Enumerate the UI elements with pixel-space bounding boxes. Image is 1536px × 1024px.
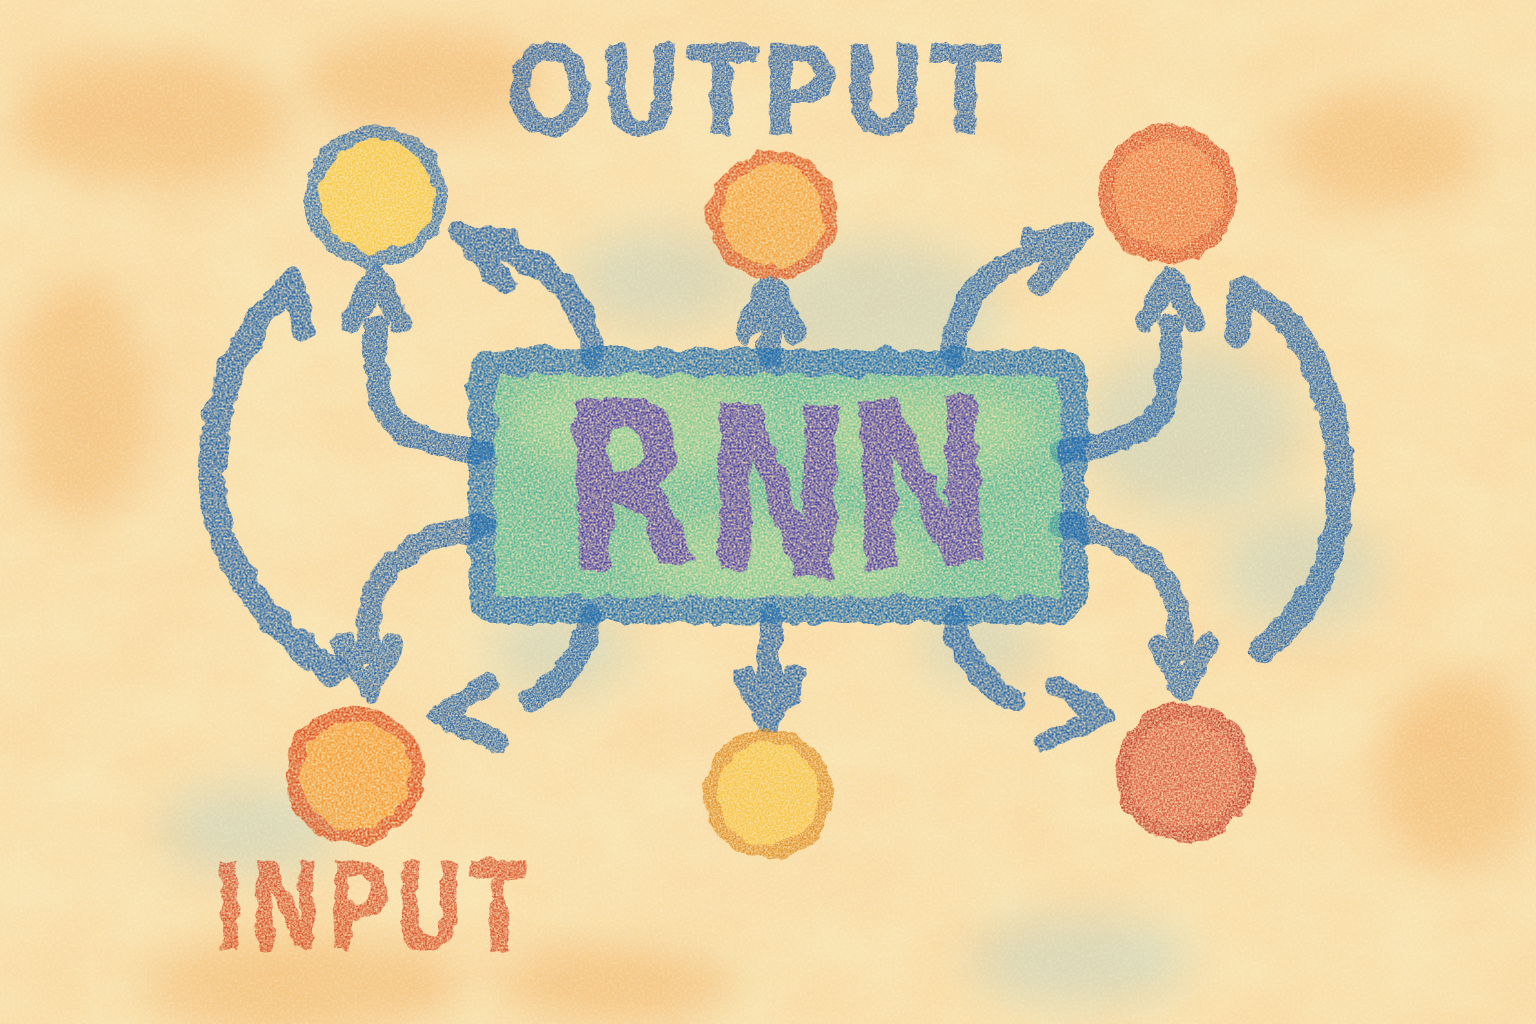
output-label: OUTPUT [505, 21, 1005, 164]
rnn-box-label: RNN [552, 348, 1001, 632]
smudge-orange [300, 30, 540, 130]
smudge-blue [970, 915, 1190, 1005]
smudge-orange [1380, 670, 1536, 870]
smudge-orange [10, 280, 150, 520]
smudge-orange [500, 945, 740, 1024]
input-node-left [285, 705, 425, 845]
output-node-right [1098, 124, 1238, 264]
output-node-left [304, 124, 448, 268]
input-node-middle [703, 729, 833, 859]
smudge-orange [1280, 90, 1480, 210]
rnn-box: RNN [468, 348, 1088, 632]
smudge-orange [10, 50, 290, 190]
output-node-middle [708, 151, 838, 281]
input-node-right [1115, 703, 1255, 843]
input-label: INPUT [213, 837, 531, 979]
